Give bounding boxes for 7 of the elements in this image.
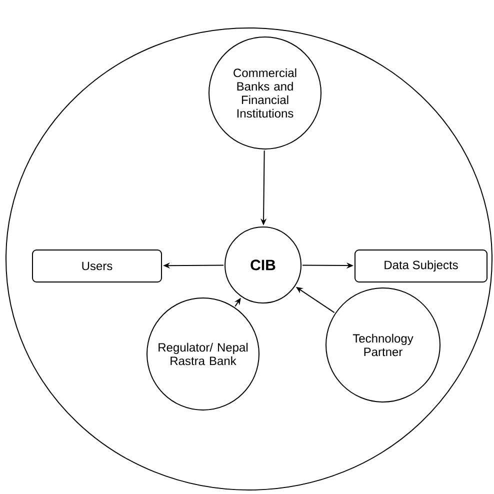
outer-circle <box>6 28 492 490</box>
rounded-box: Users <box>32 250 162 282</box>
circle-node: Commercial Banks and Financial Institutions <box>208 36 322 150</box>
circle-node: Regulator/ Nepal Rastra Bank <box>146 298 260 410</box>
circle-node: CIB <box>224 226 302 304</box>
circle-node: Technology Partner <box>326 288 440 402</box>
rounded-box: Data Subjects <box>354 250 488 282</box>
